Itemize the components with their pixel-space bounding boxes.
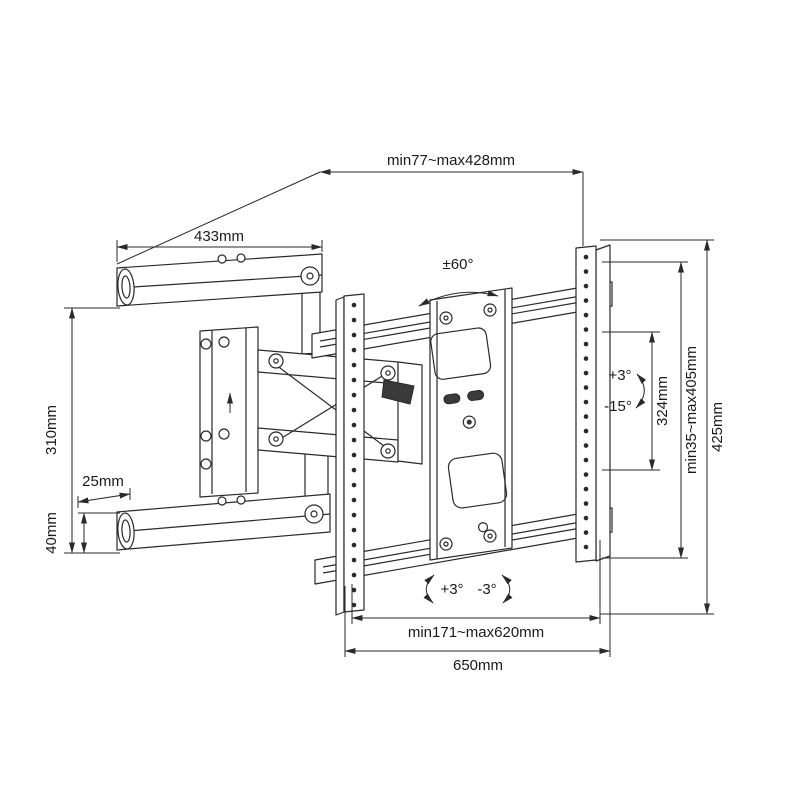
joint-pin xyxy=(385,448,391,454)
top-arm-pivot-pin xyxy=(306,272,314,280)
label-rail-total-width: 650mm xyxy=(453,657,503,674)
plate-bolt xyxy=(477,522,489,533)
vesa-rails xyxy=(335,244,611,616)
label-arm-height: 40mm xyxy=(43,512,60,554)
ext-lines xyxy=(600,239,714,615)
joint-pin xyxy=(385,370,391,376)
link-joint xyxy=(380,443,396,459)
dim-arm-length: 433mm xyxy=(116,228,323,262)
wall-bracket-ribs xyxy=(211,328,247,494)
rail-bolts xyxy=(439,303,497,551)
plate-connector xyxy=(397,361,423,465)
top-arm-bolt xyxy=(217,254,227,264)
label-rail-span-range: min171~max620mm xyxy=(408,624,544,641)
label-tilt-up: +3° xyxy=(608,367,631,384)
rail-bolt xyxy=(439,311,453,325)
label-bracket-total-height: 425mm xyxy=(709,402,726,452)
wall-arm-top xyxy=(116,253,323,307)
dim-post-level: +3° -3° xyxy=(423,574,513,604)
bottom-arm-endcap-inner xyxy=(121,519,131,543)
upper-cutout xyxy=(430,327,492,380)
bottom-arm-endcap xyxy=(117,512,135,550)
ext-lines xyxy=(344,536,611,657)
bottom-arm-pivot xyxy=(304,504,324,524)
slot-cutout xyxy=(443,393,461,405)
dim-height-adjust-range: min35~max405mm xyxy=(602,261,700,559)
label-height-adjust-range: min35~max405mm xyxy=(683,346,700,474)
joint-pin xyxy=(273,436,279,442)
center-plate-flanges xyxy=(436,289,506,559)
tilt-arc xyxy=(635,373,647,409)
dimensions: 433mm min77~max428mm ±60° 310mm 25mm 40m… xyxy=(43,152,726,674)
bottom-arm-bolt xyxy=(217,496,227,506)
plate-bolt-pin xyxy=(466,419,472,425)
label-post-level-right: -3° xyxy=(477,581,496,598)
joint-pin xyxy=(273,358,279,364)
bottom-arm-edge xyxy=(116,513,331,533)
dim-swivel-range: ±60° xyxy=(418,256,499,307)
rail-bolt xyxy=(439,537,453,551)
arm-link-connectors xyxy=(301,292,329,504)
dim-line xyxy=(77,492,131,504)
rail-bolt-pin xyxy=(443,315,449,321)
top-arm-endcap-inner xyxy=(121,275,131,299)
link-joint xyxy=(380,365,396,381)
center-plate xyxy=(429,287,513,561)
dim-bracket-total-height: 425mm xyxy=(600,239,726,615)
level-arc-right xyxy=(501,574,513,604)
top-arm-pivot xyxy=(300,266,320,286)
bracket-bolt xyxy=(218,336,230,348)
bottom-arm-bolt xyxy=(236,495,246,505)
bracket-bolt xyxy=(200,338,212,350)
top-arm-endcap xyxy=(117,268,135,306)
label-post-level-left: +3° xyxy=(440,581,463,598)
lower-cutout xyxy=(447,452,508,509)
dim-rail-total-width: 650mm xyxy=(344,536,611,674)
slot-cutout xyxy=(467,389,485,401)
label-swivel-range: ±60° xyxy=(443,256,474,273)
swivel-arc xyxy=(418,290,499,307)
bracket-bolt xyxy=(218,428,230,440)
link-joint xyxy=(268,353,284,369)
wall-bracket xyxy=(199,326,259,498)
connector-lines xyxy=(301,292,329,504)
dim-arm-depth: 25mm xyxy=(77,473,131,508)
rail-bolt-pin xyxy=(487,533,493,539)
link-joint xyxy=(268,431,284,447)
bracket-bolt xyxy=(200,458,212,470)
rail-bolt xyxy=(483,303,497,317)
ext-lines xyxy=(602,261,688,559)
top-arm-edge xyxy=(116,274,323,289)
dim-vesa-plate-height: 324mm xyxy=(602,331,671,471)
top-arm-bolt xyxy=(236,253,246,263)
dim-arm-height: 40mm xyxy=(43,512,120,554)
label-wall-plate-height: 310mm xyxy=(43,405,60,455)
label-arm-length: 433mm xyxy=(194,228,244,245)
label-tilt-down: -15° xyxy=(604,398,632,415)
rail-bolt xyxy=(483,529,497,543)
rail-bolt-pin xyxy=(443,541,449,547)
quick-release-latch xyxy=(381,379,415,405)
label-extension-range: min77~max428mm xyxy=(387,152,515,169)
dim-extension-range: min77~max428mm xyxy=(116,152,584,265)
plate-bolt xyxy=(462,415,476,429)
label-vesa-plate-height: 324mm xyxy=(654,376,671,426)
cross-braces xyxy=(271,361,393,453)
dim-rail-span-range: min171~max620mm xyxy=(351,540,601,641)
bottom-arm-body xyxy=(116,493,331,551)
center-plate-cutouts xyxy=(430,327,508,533)
ext-lines xyxy=(116,171,584,265)
top-arm-body xyxy=(116,253,323,307)
rail-bolt-pin xyxy=(487,307,493,313)
bottom-arm-pivot-pin xyxy=(310,510,318,518)
dim-tilt: +3° -15° xyxy=(604,367,647,415)
level-arc-left xyxy=(423,574,435,604)
label-arm-depth: 25mm xyxy=(82,473,124,490)
left-rail-side xyxy=(335,296,345,616)
bracket-bolt xyxy=(200,430,212,442)
wall-bracket-body xyxy=(199,326,259,498)
wall-arm-bottom xyxy=(116,493,331,551)
dim-wall-plate-height: 310mm xyxy=(43,307,120,554)
